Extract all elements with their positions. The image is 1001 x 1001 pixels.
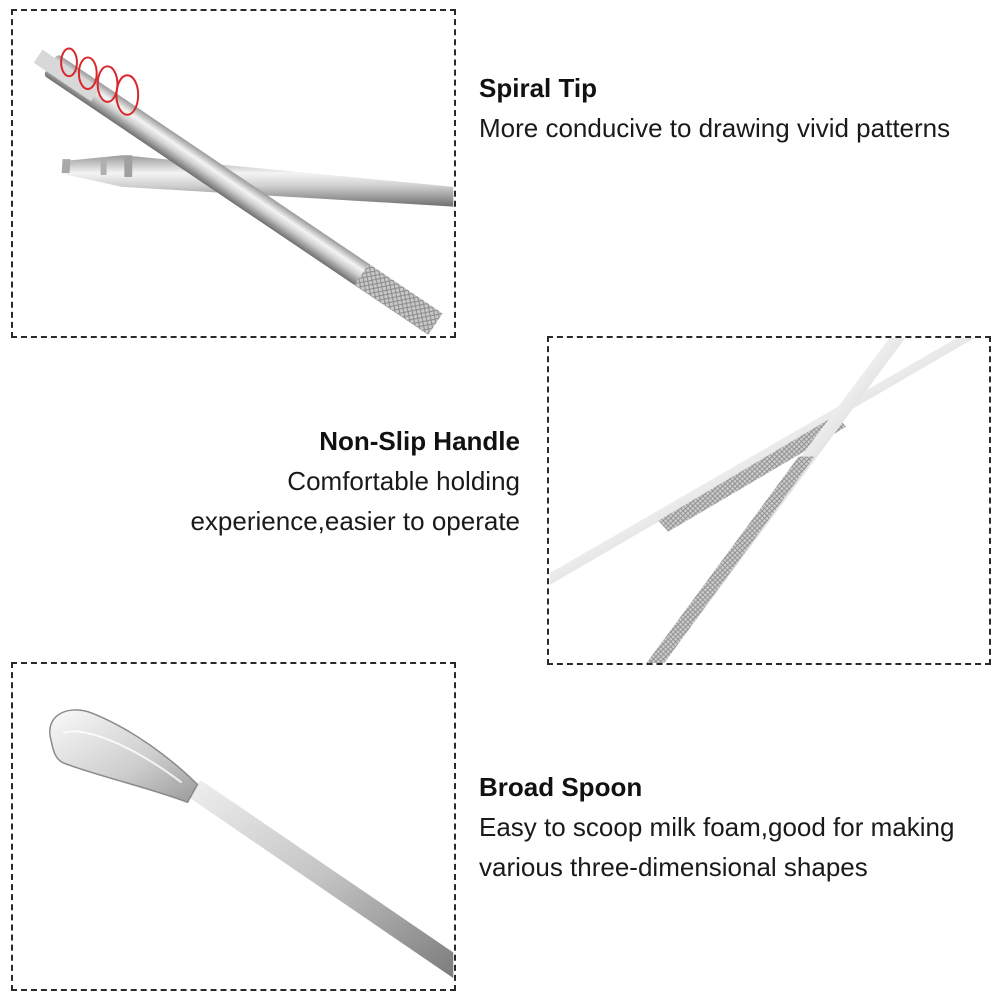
knurled-handle-rod-b — [646, 338, 906, 663]
spiral-tip-illustration — [33, 47, 454, 335]
broad-spoon-illustration — [49, 709, 454, 979]
feature-description: More conducive to drawing vivid patterns — [479, 113, 951, 143]
feature-title: Broad Spoon — [479, 772, 643, 802]
non-slip-handle-illustration — [549, 338, 975, 663]
non-slip-handle-photo-panel — [547, 336, 991, 665]
feature-spiral-tip: Spiral Tip More conducive to drawing viv… — [479, 68, 979, 148]
feature-title: Non-Slip Handle — [319, 426, 520, 456]
spiral-red-indicator-icon — [60, 47, 140, 116]
feature-broad-spoon: Broad Spoon Easy to scoop milk foam,good… — [479, 767, 979, 887]
tapered-tool-rod — [61, 155, 454, 207]
feature-description: Comfortable holding experience,easier to… — [190, 466, 520, 536]
broad-spoon-photo-panel — [11, 662, 456, 991]
feature-title: Spiral Tip — [479, 73, 597, 103]
spiral-tip-photo-panel — [11, 9, 456, 338]
spoon-tool — [49, 709, 454, 979]
feature-non-slip-handle: Non-Slip Handle Comfortable holding expe… — [120, 421, 520, 541]
feature-description: Easy to scoop milk foam,good for making … — [479, 812, 955, 882]
knurled-handle-rod-a — [549, 338, 975, 585]
